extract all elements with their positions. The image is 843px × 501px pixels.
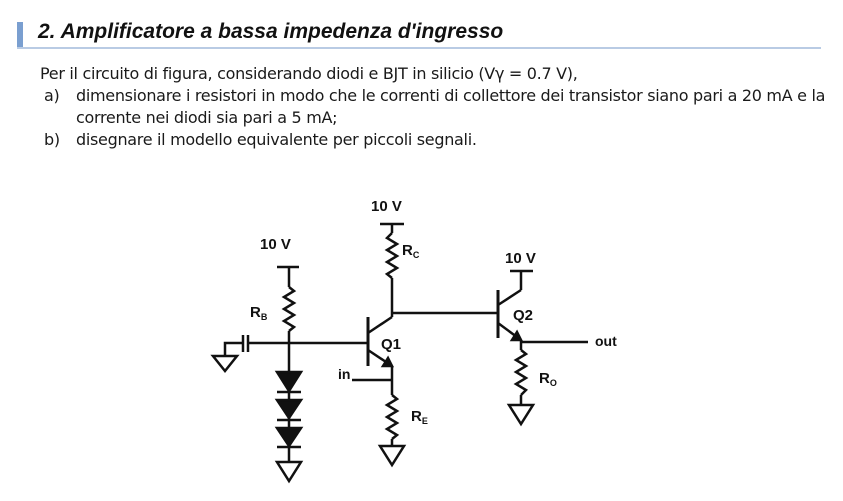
supply-label-mid: 10 V [371,198,402,215]
label-re: RE [411,408,428,426]
label-q2: Q2 [513,307,533,324]
supply-label-left: 10 V [260,236,291,253]
label-in: in [338,366,350,382]
label-rb: RB [250,304,268,322]
list-item-text: dimensionare i resistori in modo che le … [76,86,826,127]
label-q1: Q1 [381,336,401,353]
resistor-ro [513,349,529,396]
list-item-text: disegnare il modello equivalente per pic… [76,130,477,149]
ground-icon [506,403,536,427]
list-item: b) disegnare il modello equivalente per … [40,129,843,151]
ground-icon [377,444,407,468]
resistor-rb [281,286,297,332]
label-rc: RC [402,242,420,260]
ground-icon [210,354,240,374]
label-out: out [595,333,617,349]
heading-accent-bar [17,22,23,48]
section-title: 2. Amplificatore a bassa impedenza d'ing… [38,20,504,43]
heading-underline [17,47,821,49]
problem-text: Per il circuito di figura, considerando … [40,63,843,151]
transistor-q1 [366,315,395,368]
ground-icon [274,460,304,484]
list-marker: a) [44,86,60,105]
resistor-rc [384,232,400,279]
transistor-q2 [496,288,524,342]
list-item: a) dimensionare i resistori in modo che … [40,85,843,129]
diode-stack [274,370,304,449]
list-marker: b) [44,130,60,149]
label-ro: RO [539,370,557,388]
supply-label-right: 10 V [505,250,536,267]
intro-text: Per il circuito di figura, considerando … [40,64,578,83]
resistor-re [384,394,400,440]
